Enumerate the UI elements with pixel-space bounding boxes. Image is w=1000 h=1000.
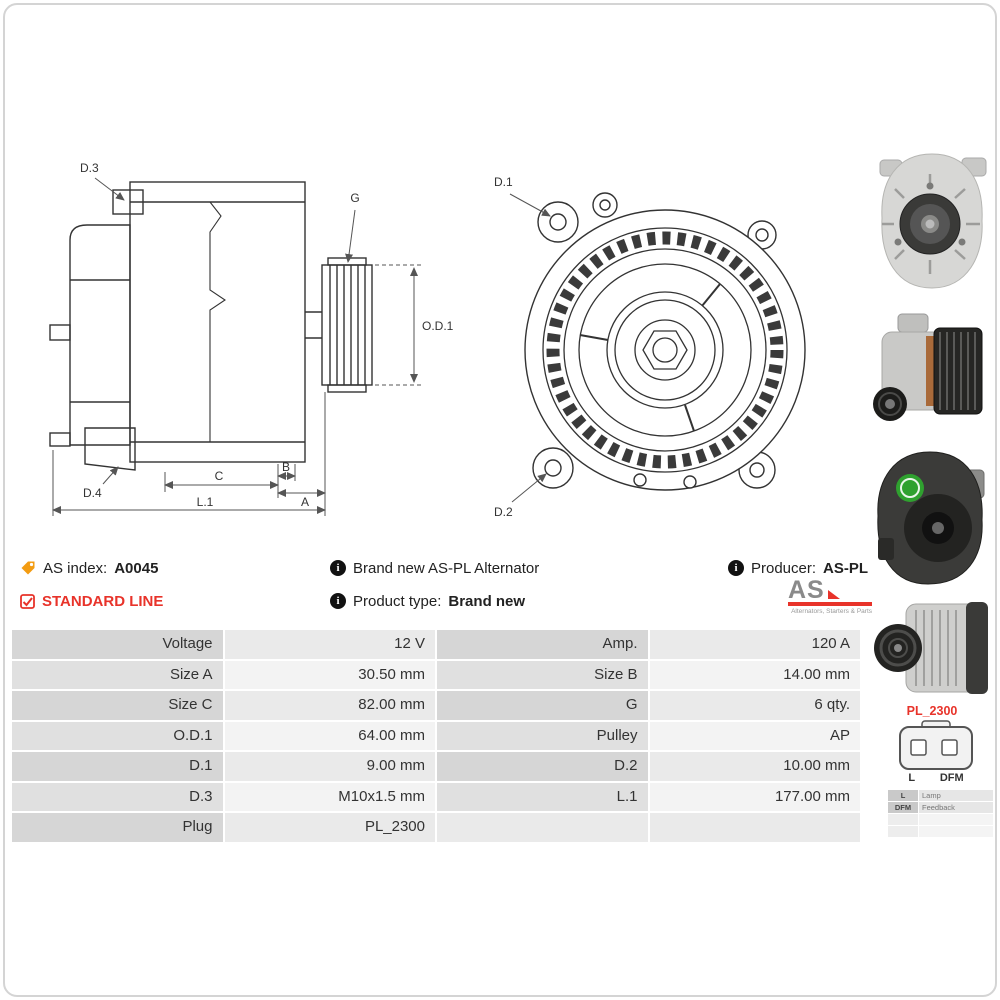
product-description: Brand new AS-PL Alternator <box>353 559 540 577</box>
spec-value: 64.00 mm <box>224 721 435 750</box>
spec-value: 177.00 mm <box>649 782 860 811</box>
technical-drawing-front: D.1 D.2 <box>480 150 810 540</box>
as-index-row: AS index: A0045 <box>20 558 158 578</box>
spec-value: 10.00 mm <box>649 752 860 781</box>
spec-label: Pulley <box>437 721 648 750</box>
product-photo-1 <box>872 146 992 296</box>
front-view-svg: D.1 D.2 <box>494 175 806 519</box>
info-icon: i <box>330 593 346 609</box>
legend-desc: Lamp <box>919 790 993 801</box>
plug-connector-drawing <box>896 720 976 772</box>
spec-label: D.3 <box>12 782 223 811</box>
spec-label: Plug <box>12 813 223 842</box>
product-type-label: Product type: <box>353 592 442 610</box>
as-index-value: A0045 <box>114 559 159 577</box>
spec-value: 6 qty. <box>649 691 860 720</box>
plug-pin-left: L <box>908 772 916 784</box>
spec-value <box>649 813 860 842</box>
dim-label-l1: L.1 <box>197 495 214 509</box>
spec-label: O.D.1 <box>12 721 223 750</box>
dim-label-a: A <box>301 495 309 509</box>
legend-empty-cell <box>919 814 993 825</box>
info-icon: i <box>330 560 346 576</box>
checkbox-icon <box>20 593 35 609</box>
dim-label-od1: O.D.1 <box>422 319 454 333</box>
spec-label: Amp. <box>437 630 648 659</box>
plug-pin-right: DFM <box>939 772 964 784</box>
side-view-svg: D.3 G O.D.1 D.4 C B A L.1 <box>49 161 454 516</box>
logo-tagline: Alternators, Starters & Parts <box>791 608 872 615</box>
spec-label: Size A <box>12 660 223 689</box>
front-inner-rings <box>542 227 788 473</box>
dim-label-d3: D.3 <box>80 161 99 175</box>
as-index-label: AS index: <box>43 559 108 577</box>
legend-empty-cell <box>919 826 993 837</box>
dim-label-b: B <box>282 460 290 474</box>
plug-pin-labels: L DFM <box>896 772 976 784</box>
info-icon: i <box>728 560 744 576</box>
spec-label <box>437 813 648 842</box>
standard-line-row: STANDARD LINE <box>20 591 163 611</box>
producer-label: Producer: <box>751 559 817 577</box>
alternator-front-body <box>524 192 806 491</box>
dim-label-d2: D.2 <box>494 505 513 519</box>
description-row: i Brand new AS-PL Alternator <box>330 558 539 578</box>
legend-key: L <box>888 790 918 801</box>
legend-key: DFM <box>888 802 918 813</box>
spec-label: Size B <box>437 660 648 689</box>
dim-label-d1: D.1 <box>494 175 513 189</box>
plug-code-label: PL_2300 <box>906 704 958 718</box>
legend-desc: Feedback <box>919 802 993 813</box>
spec-value: 82.00 mm <box>224 691 435 720</box>
spec-label: D.2 <box>437 752 648 781</box>
vent-slots-ring <box>546 231 784 469</box>
spec-label: D.1 <box>12 752 223 781</box>
spec-table: Voltage 12 V Amp. 120 A Size A 30.50 mm … <box>12 630 860 842</box>
spec-value: 12 V <box>224 630 435 659</box>
legend-empty-cell <box>888 814 918 825</box>
producer-value: AS-PL <box>823 559 869 577</box>
logo-text: AS <box>788 576 825 604</box>
spec-label: G <box>437 691 648 720</box>
product-type-row: i Product type: Brand new <box>330 591 525 611</box>
spec-value: 120 A <box>649 630 860 659</box>
spec-label: Voltage <box>12 630 223 659</box>
spec-value: 9.00 mm <box>224 752 435 781</box>
product-photo-3 <box>868 442 992 592</box>
front-dimension-lines <box>509 193 551 503</box>
as-pl-logo: AS Alternators, Starters & Parts <box>788 576 872 615</box>
spec-value: M10x1.5 mm <box>224 782 435 811</box>
spec-value: AP <box>649 721 860 750</box>
technical-drawing-side: D.3 G O.D.1 D.4 C B A L.1 <box>25 140 475 540</box>
product-type-value: Brand new <box>448 592 526 610</box>
spec-label: Size C <box>12 691 223 720</box>
standard-line-badge: STANDARD LINE <box>42 592 164 610</box>
alternator-side-body <box>49 181 373 471</box>
product-photo-2 <box>868 298 992 440</box>
legend-empty-cell <box>888 826 918 837</box>
product-photo-4 <box>872 594 992 706</box>
logo-bar <box>788 602 872 606</box>
spec-value: PL_2300 <box>224 813 435 842</box>
producer-row: i Producer: AS-PL <box>728 558 868 578</box>
dim-label-d4: D.4 <box>83 486 102 500</box>
dim-label-g: G <box>350 191 359 205</box>
spec-value: 30.50 mm <box>224 660 435 689</box>
spec-value: 14.00 mm <box>649 660 860 689</box>
tag-icon <box>21 561 35 575</box>
dimension-lines <box>52 177 423 516</box>
plug-legend-table: L Lamp DFM Feedback <box>888 790 994 837</box>
dim-label-c: C <box>215 469 224 483</box>
spec-label: L.1 <box>437 782 648 811</box>
logo-triangle <box>827 590 840 599</box>
